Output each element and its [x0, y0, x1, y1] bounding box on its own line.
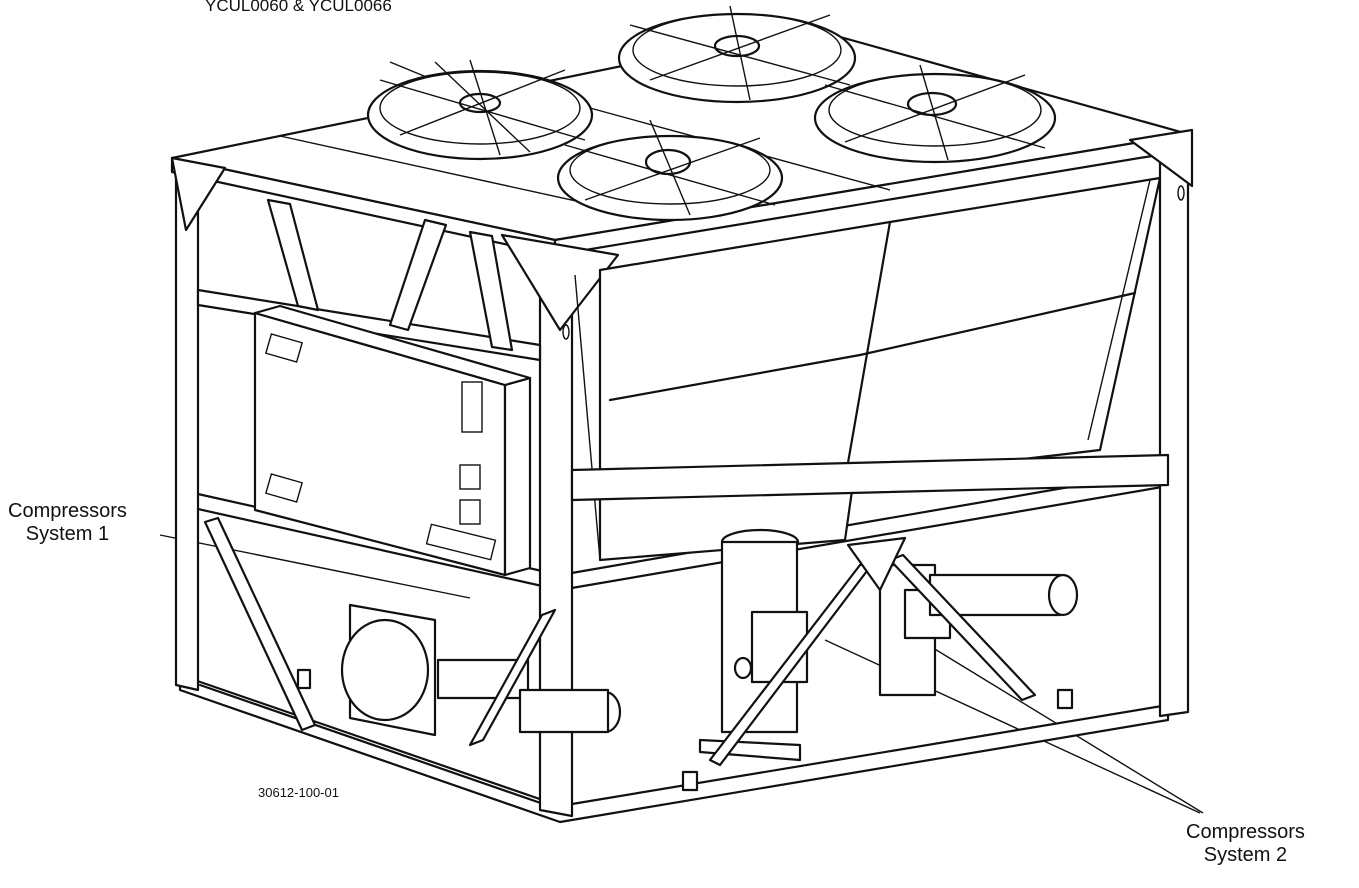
label-line-1: Compressors: [8, 500, 127, 522]
label-compressors-system-2: Compressors System 2: [1186, 821, 1305, 867]
left-coil-slats: [266, 198, 514, 352]
fan-2: [617, 5, 857, 104]
model-title: YCUL0060 & YCUL0066: [205, 0, 392, 15]
corner-posts: [170, 128, 1194, 818]
label-compressors-system-1: Compressors System 1: [8, 500, 127, 546]
fan-3: [813, 64, 1057, 164]
label-line-2: System 2: [1203, 844, 1288, 866]
diagonal-braces: [203, 516, 1037, 767]
label-line-2: System 1: [25, 523, 110, 545]
drawing-code: 30612-100-01: [258, 785, 339, 800]
fan-1: [366, 59, 594, 161]
compressors-system-1: [340, 603, 622, 737]
label-line-1: Compressors: [1186, 821, 1305, 843]
base-slots: [296, 668, 1074, 792]
fan-4: [556, 119, 784, 222]
control-box: [253, 304, 532, 577]
